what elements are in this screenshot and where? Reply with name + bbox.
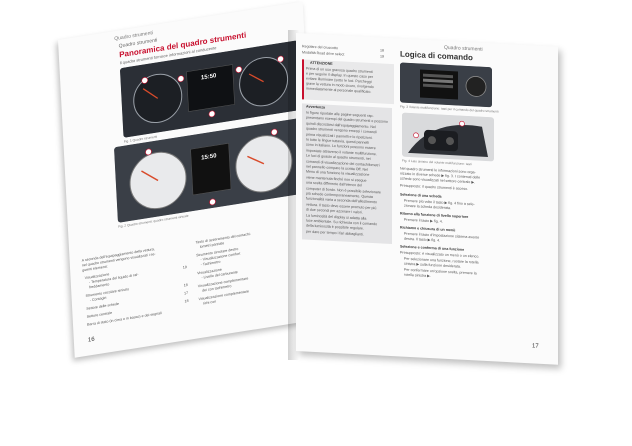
left-col-line-8: - Contagiri bbox=[89, 295, 107, 303]
steering-wheel-buttons-illustration bbox=[402, 112, 494, 162]
top-link-page-2: 19 bbox=[380, 54, 384, 59]
section-4-line-5: rotella sinistra ▶. bbox=[404, 272, 431, 279]
steering-display-illustration bbox=[400, 62, 492, 108]
figure-3 bbox=[400, 62, 492, 108]
left-col-page-3: 17 bbox=[184, 290, 189, 296]
cluster-figure-1: 15:50 bbox=[119, 40, 302, 138]
left-col-page-1: 19 bbox=[182, 265, 187, 270]
figure-4 bbox=[402, 112, 494, 162]
section-2-line-1: Premere il tasto ▶ fig. 4. bbox=[404, 217, 443, 224]
left-col-line-9: Settore delle schede bbox=[86, 301, 120, 311]
cluster-illustration-2 bbox=[114, 117, 308, 223]
cluster-illustration-1 bbox=[119, 40, 302, 138]
right-page: Quadro strumenti Regolare del cruscotto … bbox=[296, 33, 558, 365]
section-3-line-2: destra. Il tasto ▶ fig. 4. bbox=[404, 236, 441, 243]
body-line-4: Presupposto: il quadro strumenti è acces… bbox=[400, 183, 469, 192]
left-col-page-4: 18 bbox=[184, 298, 189, 304]
note-title: Avvertenza bbox=[306, 104, 326, 110]
section-1-line-2: zionare la scheda desiderata. bbox=[404, 203, 451, 211]
left-page-number: 16 bbox=[87, 336, 95, 344]
left-col-page-2: 18 bbox=[183, 282, 188, 288]
top-link-page-1: 18 bbox=[380, 48, 384, 53]
cluster-figure-2: 15:50 bbox=[114, 117, 308, 223]
right-page-number: 17 bbox=[532, 343, 539, 350]
top-link-2: Modalità Road drive select bbox=[302, 50, 345, 57]
note-text bbox=[296, 33, 558, 47]
left-page: Quadro strumenti Quadro strumenti Panora… bbox=[58, 1, 320, 358]
right-col-line-11: richi con bbox=[202, 299, 217, 306]
